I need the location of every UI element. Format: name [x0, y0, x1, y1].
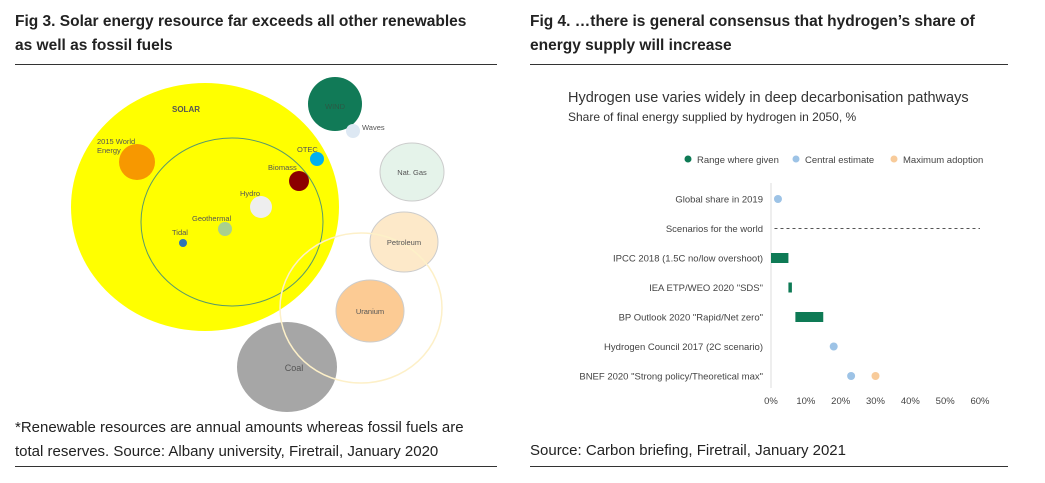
fossil-ring: [279, 232, 443, 384]
x-tick-label: 50%: [936, 396, 956, 407]
svg-text:Biomass: Biomass: [268, 163, 297, 172]
fig4-title: Fig 4. …there is general consensus that …: [530, 13, 975, 54]
x-tick-label: 40%: [901, 396, 921, 407]
hydro-circle: [250, 196, 272, 218]
svg-text:Nat. Gas: Nat. Gas: [397, 168, 427, 177]
renewables-circle: [140, 137, 324, 307]
legend-marker: [792, 155, 800, 163]
divider: [15, 466, 497, 467]
range-bar: [771, 253, 789, 263]
waves-circle: [346, 124, 360, 138]
svg-text:Energy: Energy: [97, 146, 121, 155]
divider: [530, 64, 1008, 65]
otec-circle: [310, 152, 324, 166]
legend-label: Maximum adoption: [903, 155, 983, 166]
category-label: Hydrogen Council 2017 (2C scenario): [604, 342, 763, 353]
divider: [15, 64, 497, 65]
energy-resource-diagram: SOLAR 2015 World Energy WIND Waves OTEC …: [71, 77, 445, 412]
wind-circle: [308, 77, 362, 131]
world-energy-circle: [119, 144, 155, 180]
svg-text:Coal: Coal: [285, 363, 304, 373]
uranium-circle: [335, 279, 405, 343]
fig4-source: Source: Carbon briefing, Firetrail, Janu…: [530, 442, 846, 459]
fig3-title: Fig 3. Solar energy resource far exceeds…: [15, 13, 467, 54]
category-label: BNEF 2020 "Strong policy/Theoretical max…: [579, 372, 763, 383]
biomass-circle: [289, 171, 309, 191]
svg-text:OTEC: OTEC: [297, 145, 318, 154]
x-tick-label: 10%: [796, 396, 816, 407]
legend-label: Central estimate: [805, 155, 874, 166]
natgas-circle: [379, 142, 445, 202]
x-tick-label: 60%: [970, 396, 990, 407]
x-tick-label: 0%: [764, 396, 778, 407]
legend-label: Range where given: [697, 155, 779, 166]
x-tick-label: 20%: [831, 396, 851, 407]
central-estimate-point: [829, 342, 838, 351]
geothermal-circle: [218, 222, 232, 236]
range-bar: [788, 282, 792, 293]
chart-subtitle: Share of final energy supplied by hydrog…: [568, 110, 857, 124]
svg-text:Waves: Waves: [362, 123, 385, 132]
svg-text:WIND: WIND: [325, 102, 346, 111]
range-bar: [795, 312, 824, 322]
category-label: IEA ETP/WEO 2020 "SDS": [649, 283, 763, 294]
svg-text:Tidal: Tidal: [172, 228, 188, 237]
svg-text:Uranium: Uranium: [356, 307, 384, 316]
category-label: BP Outlook 2020 "Rapid/Net zero": [619, 313, 763, 324]
category-label: IPCC 2018 (1.5C no/low overshoot): [613, 254, 763, 265]
svg-text:Geothermal: Geothermal: [192, 214, 232, 223]
svg-text:2015 World: 2015 World: [97, 137, 135, 146]
maximum-adoption-point: [871, 372, 880, 380]
chart-title: Hydrogen use varies widely in deep decar…: [568, 90, 969, 106]
svg-text:Hydro: Hydro: [240, 189, 260, 198]
svg-text:SOLAR: SOLAR: [172, 105, 200, 114]
category-label: Global share in 2019: [675, 195, 763, 206]
divider: [530, 466, 1008, 467]
x-tick-label: 30%: [866, 396, 886, 407]
tidal-circle: [179, 239, 187, 247]
central-estimate-point: [847, 372, 856, 380]
category-label: Scenarios for the world: [666, 224, 763, 235]
central-estimate-point: [773, 195, 782, 203]
legend-marker: [890, 155, 898, 163]
coal-circle: [237, 322, 337, 412]
svg-text:Petroleum: Petroleum: [387, 238, 421, 247]
fig3-note: *Renewable resources are annual amounts …: [15, 419, 464, 460]
legend-marker: [684, 155, 692, 163]
solar-circle: [71, 83, 339, 331]
